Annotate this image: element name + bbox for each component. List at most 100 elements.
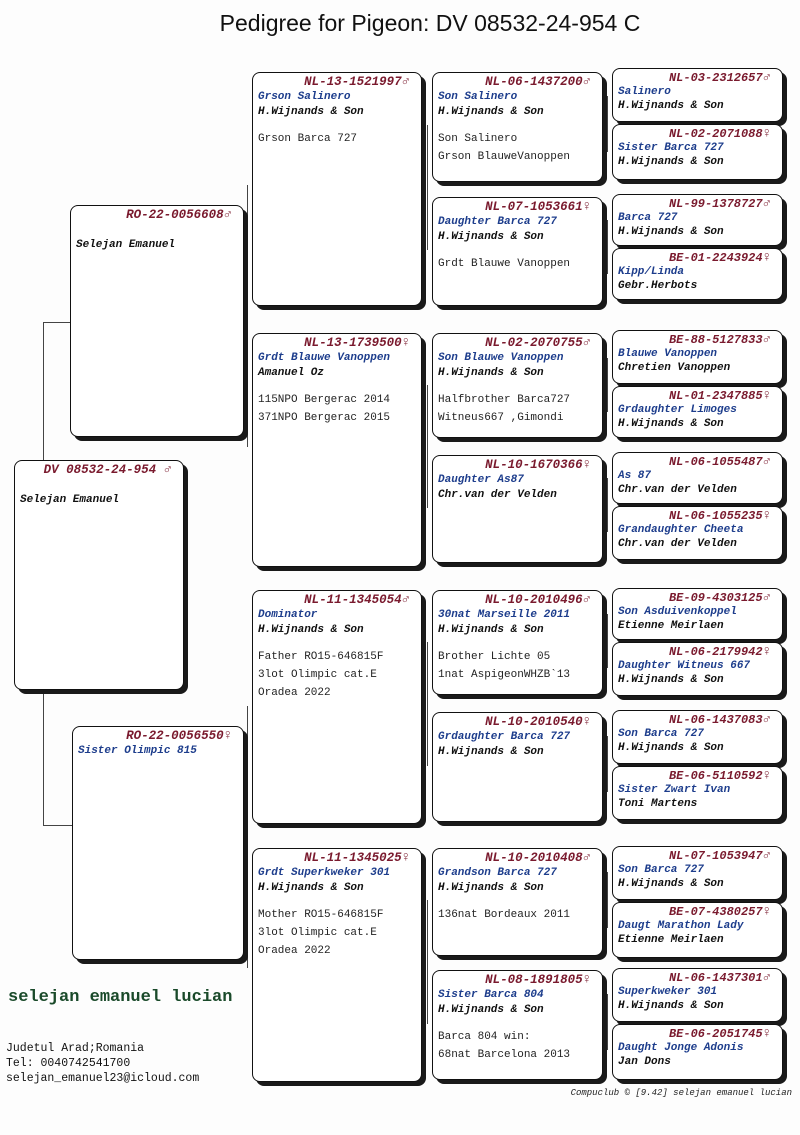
owner-name: H.Wijnands & Son — [258, 882, 364, 894]
owner-name: Chretien Vanoppen — [618, 362, 731, 374]
pigeon-name: Daught Jonge Adonis — [618, 1042, 744, 1054]
note-line: Oradea 2022 — [258, 687, 331, 699]
note-line: Son Salinero — [438, 133, 518, 145]
ring-number: NL-11-1345025♀ — [258, 851, 416, 866]
sex-symbol-icon: ♀ — [582, 199, 591, 215]
pigeon-card-sire[interactable]: RO-22-0056608♂ Selejan Emanuel — [70, 205, 244, 437]
sex-symbol-icon: ♀ — [762, 768, 771, 784]
ring-number: NL-06-2179942♀ — [618, 645, 777, 659]
ring-number-text: NL-11-1345025 — [304, 851, 402, 865]
note-line: Barca 804 win: — [438, 1031, 531, 1043]
pigeon-name: Daughter Witneus 667 — [618, 660, 751, 672]
pigeon-name: Daughter Barca 727 — [438, 216, 557, 228]
page-title: Pedigree for Pigeon: DV 08532-24-954 C — [219, 10, 641, 36]
ring-number-text: RO-22-0056550 — [126, 729, 224, 743]
ring-number: NL-13-1739500♀ — [258, 336, 416, 351]
breeder-email: selejan_emanuel23@icloud.com — [6, 1072, 200, 1085]
pigeon-name: Grandson Barca 727 — [438, 867, 557, 879]
connector-line — [607, 358, 608, 412]
pigeon-name: Barca 727 — [618, 212, 678, 224]
ring-number-text: NL-06-1055487 — [668, 455, 763, 469]
pigeon-name: Son Barca 727 — [618, 728, 704, 740]
pigeon-notes: Barca 804 win:68nat Barcelona 2013 — [438, 1028, 597, 1064]
pigeon-name: Kipp/Linda — [618, 266, 685, 278]
ring-number-text: BE-88-5127833 — [668, 333, 763, 347]
ring-number: NL-08-1891805♀ — [438, 973, 597, 988]
note-line: Halfbrother Barca727 — [438, 394, 571, 406]
connector-line — [607, 994, 608, 1050]
ring-number: BE-06-5110592♀ — [618, 769, 777, 783]
connector-line — [427, 900, 428, 1024]
sex-symbol-icon: ♀ — [223, 728, 232, 744]
pigeon-name: Grson Salinero — [258, 91, 351, 103]
sex-symbol-icon: ♂ — [223, 207, 232, 223]
sex-symbol-icon: ♀ — [582, 457, 591, 473]
sex-symbol-icon: ♀ — [762, 126, 771, 142]
ring-number-text: NL-03-2312657 — [668, 71, 763, 85]
pigeon-card-dam[interactable]: RO-22-0056550♀Sister Olimpic 815 — [72, 726, 244, 960]
owner-name: H.Wijnands & Son — [618, 742, 724, 754]
ring-number-text: BE-06-5110592 — [668, 769, 763, 783]
note-line: 371NPO Bergerac 2015 — [258, 412, 391, 424]
owner-name: H.Wijnands & Son — [438, 367, 544, 379]
pigeon-card-subject[interactable]: DV 08532-24-954 ♂ Selejan Emanuel — [14, 460, 184, 690]
ring-number-text: DV 08532-24-954 — [43, 463, 164, 477]
owner-name: H.Wijnands & Son — [618, 156, 724, 168]
ring-number-text: NL-01-2347885 — [668, 389, 763, 403]
sex-symbol-icon: ♂ — [582, 850, 591, 866]
pigeon-name: Grdaughter Limoges — [618, 404, 737, 416]
note-line: 3lot Olimpic cat.E — [258, 927, 377, 939]
pigeon-name: Dominator — [258, 609, 318, 621]
sex-symbol-icon: ♂ — [582, 592, 591, 608]
ring-number: NL-01-2347885♀ — [618, 389, 777, 403]
connector-line — [607, 478, 608, 532]
note-line: Brother Lichte 05 — [438, 651, 551, 663]
ring-number-text: NL-99-1378727 — [668, 197, 763, 211]
pigeon-name: 30nat Marseille 2011 — [438, 609, 571, 621]
ring-number: NL-07-1053947♂ — [618, 849, 777, 863]
ring-number: NL-13-1521997♂ — [258, 75, 416, 90]
owner-name: Chr.van der Velden — [618, 484, 737, 496]
breeder-contact: Judetul Arad;Romania Tel: 0040742541700 … — [6, 1041, 199, 1086]
ring-number-text: NL-06-2179942 — [668, 645, 763, 659]
owner-name: Etienne Meirlaen — [618, 620, 724, 632]
sex-symbol-icon: ♂ — [762, 332, 771, 348]
owner-name: Selejan Emanuel — [20, 494, 120, 506]
ring-number: BE-06-2051745♀ — [618, 1027, 777, 1041]
sex-symbol-icon: ♀ — [582, 714, 591, 730]
note-line: Grdt Blauwe Vanoppen — [438, 258, 571, 270]
pigeon-notes: 136nat Bordeaux 2011 — [438, 906, 597, 924]
sex-symbol-icon: ♂ — [762, 196, 771, 212]
owner-name: Jan Dons — [618, 1056, 671, 1068]
